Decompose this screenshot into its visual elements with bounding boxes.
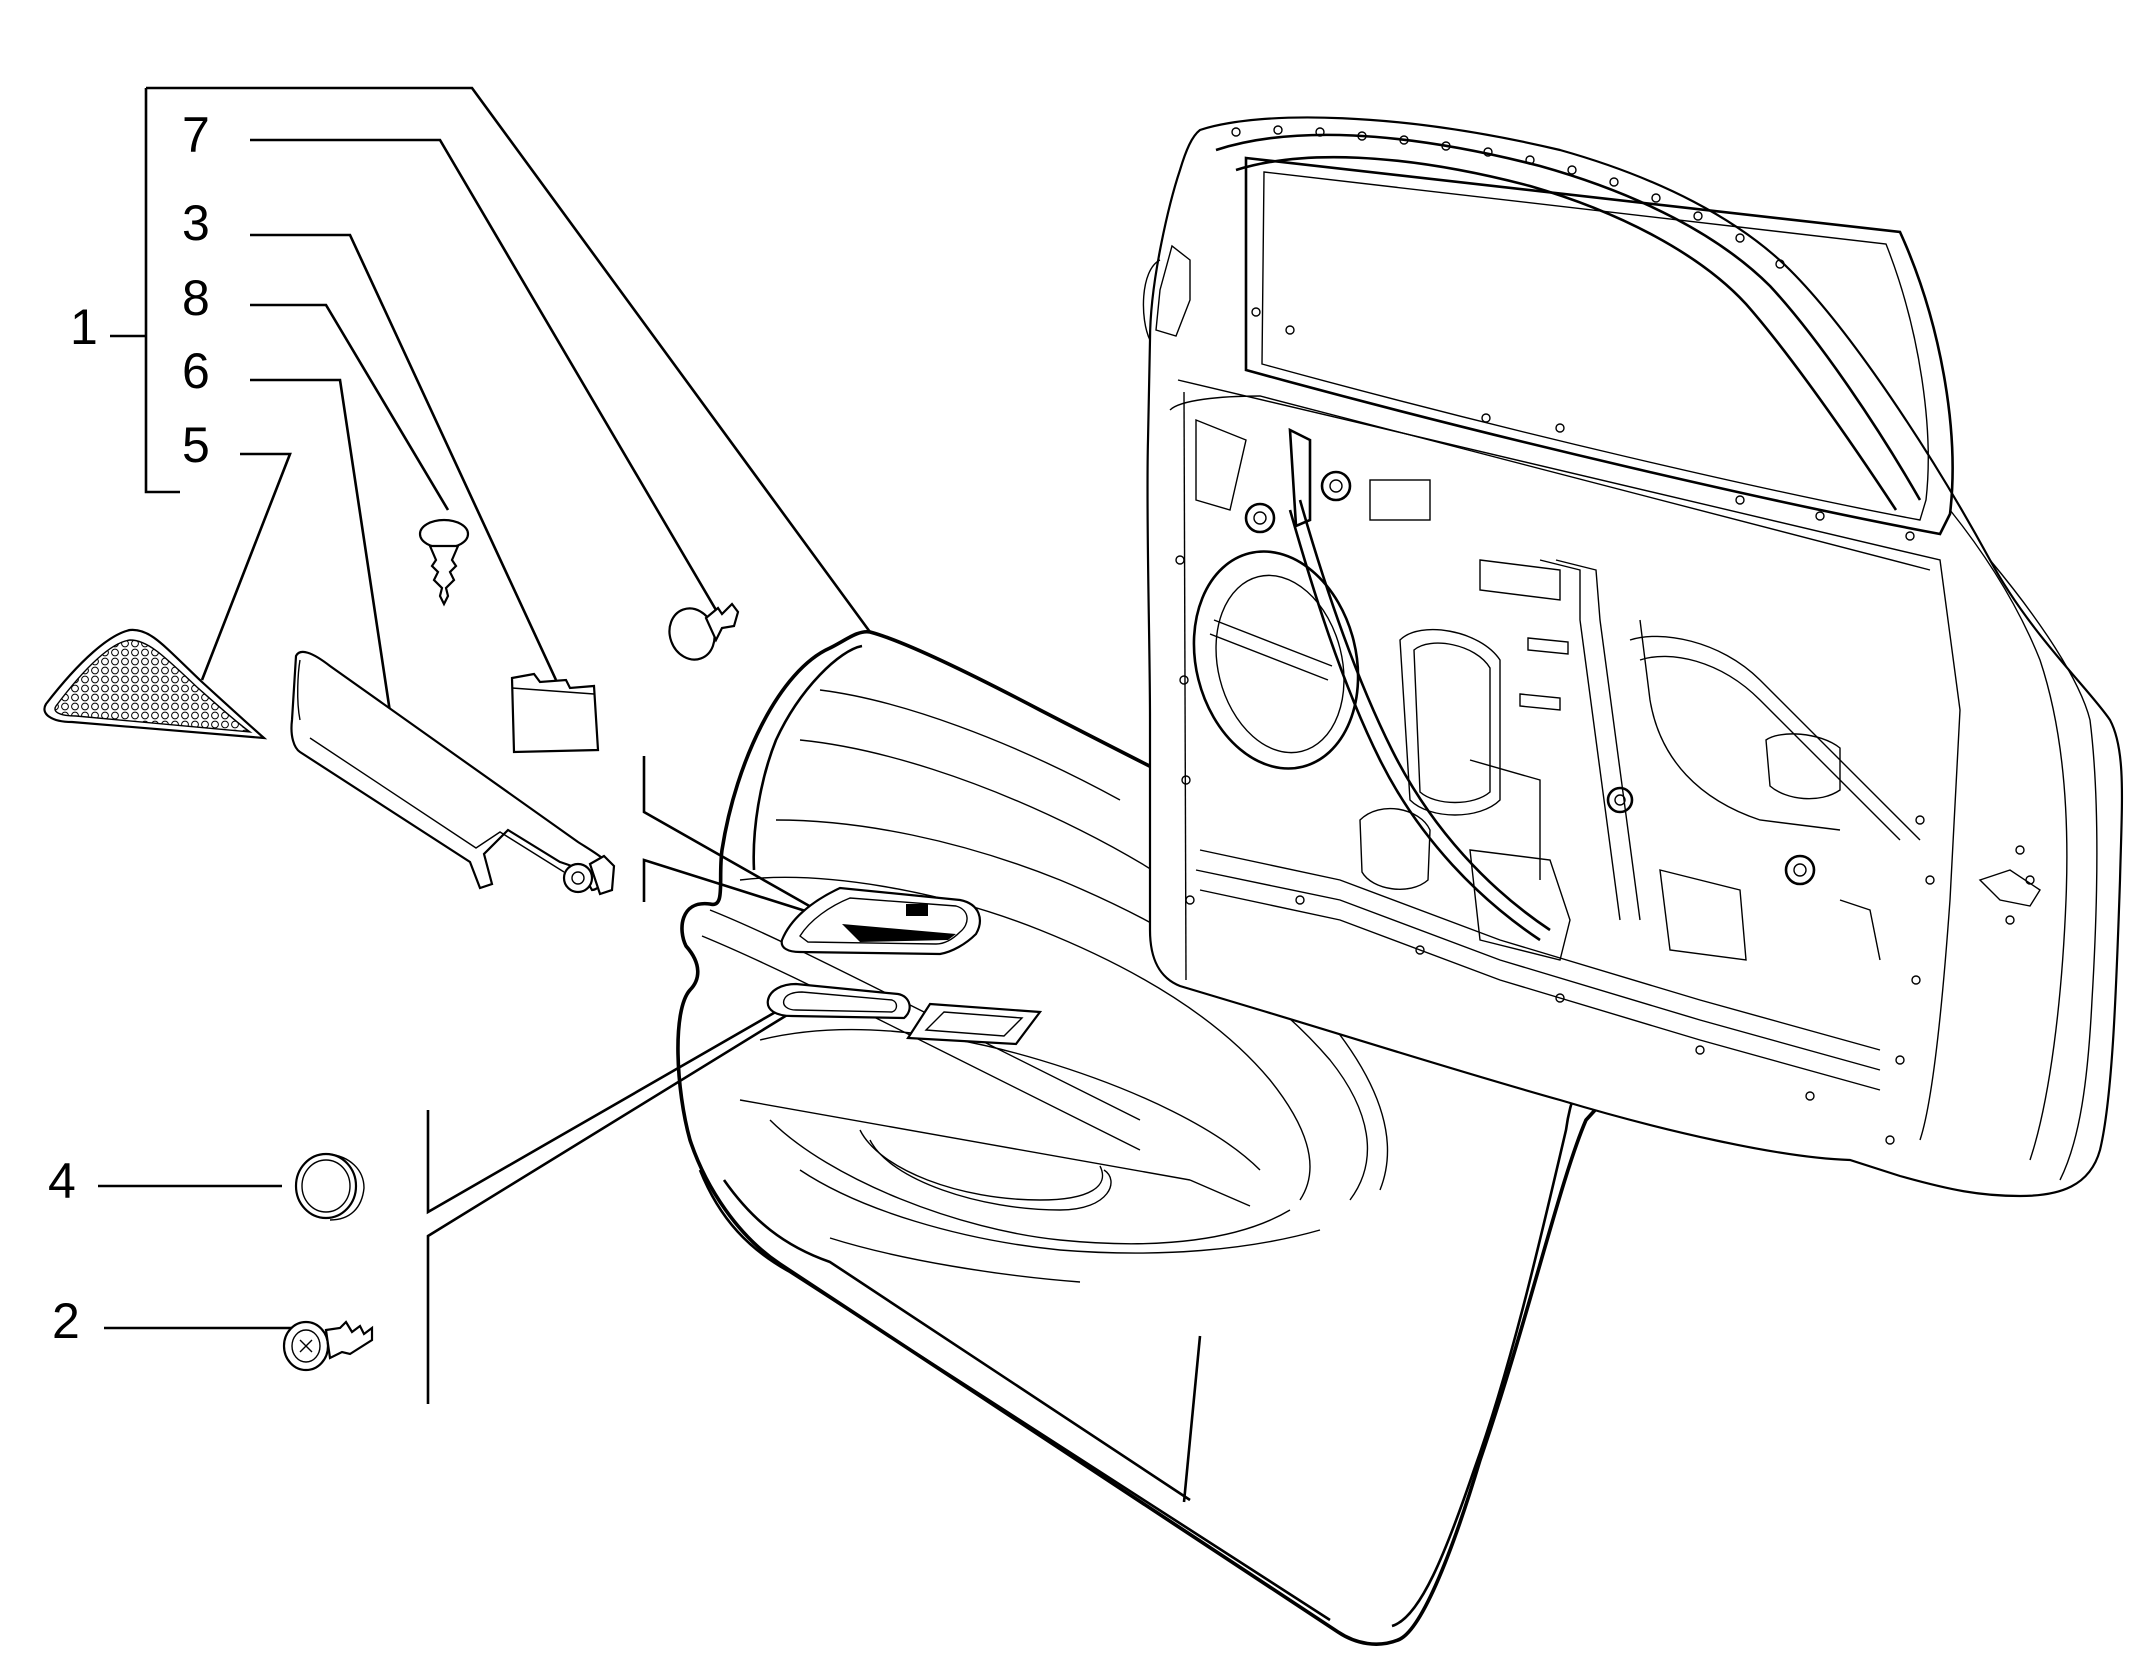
- callout-8: 8: [182, 270, 210, 326]
- callout-1: 1: [70, 299, 98, 355]
- door-shell: [1142, 116, 2124, 1198]
- leader-5: [200, 452, 292, 681]
- fastener-clip-part: [668, 602, 740, 661]
- round-cap-part: [294, 1152, 365, 1221]
- callout-3: 3: [182, 195, 210, 251]
- leader-8: [250, 303, 450, 511]
- pull-handle-part: [290, 650, 616, 896]
- screw-part: [282, 1320, 374, 1372]
- callout-7: 7: [182, 107, 210, 163]
- leader-6: [250, 378, 392, 713]
- callout-labels: 7 3 8 6 5 1 4 2: [48, 107, 210, 1349]
- callout-4: 4: [48, 1153, 76, 1209]
- leader-7: [250, 138, 718, 611]
- bracket-upper-top: [642, 756, 835, 922]
- speaker-opening: [1192, 550, 1360, 770]
- bracket-lower-bottom: [426, 1010, 793, 1404]
- group-1-bracket: [144, 88, 180, 494]
- leader-3: [250, 233, 558, 681]
- callout-6: 6: [182, 343, 210, 399]
- bracket-lower-top: [426, 1004, 787, 1215]
- window-regulator: [1195, 418, 1921, 1091]
- leader-1-panel: [146, 86, 872, 633]
- speaker-grille-part: [43, 628, 268, 740]
- push-clip-part: [418, 518, 470, 607]
- leader-lines: [98, 86, 872, 1404]
- callout-2: 2: [52, 1293, 80, 1349]
- callout-5: 5: [182, 417, 210, 473]
- cover-cap-part: [510, 672, 600, 754]
- bracket-upper-bottom: [642, 858, 835, 922]
